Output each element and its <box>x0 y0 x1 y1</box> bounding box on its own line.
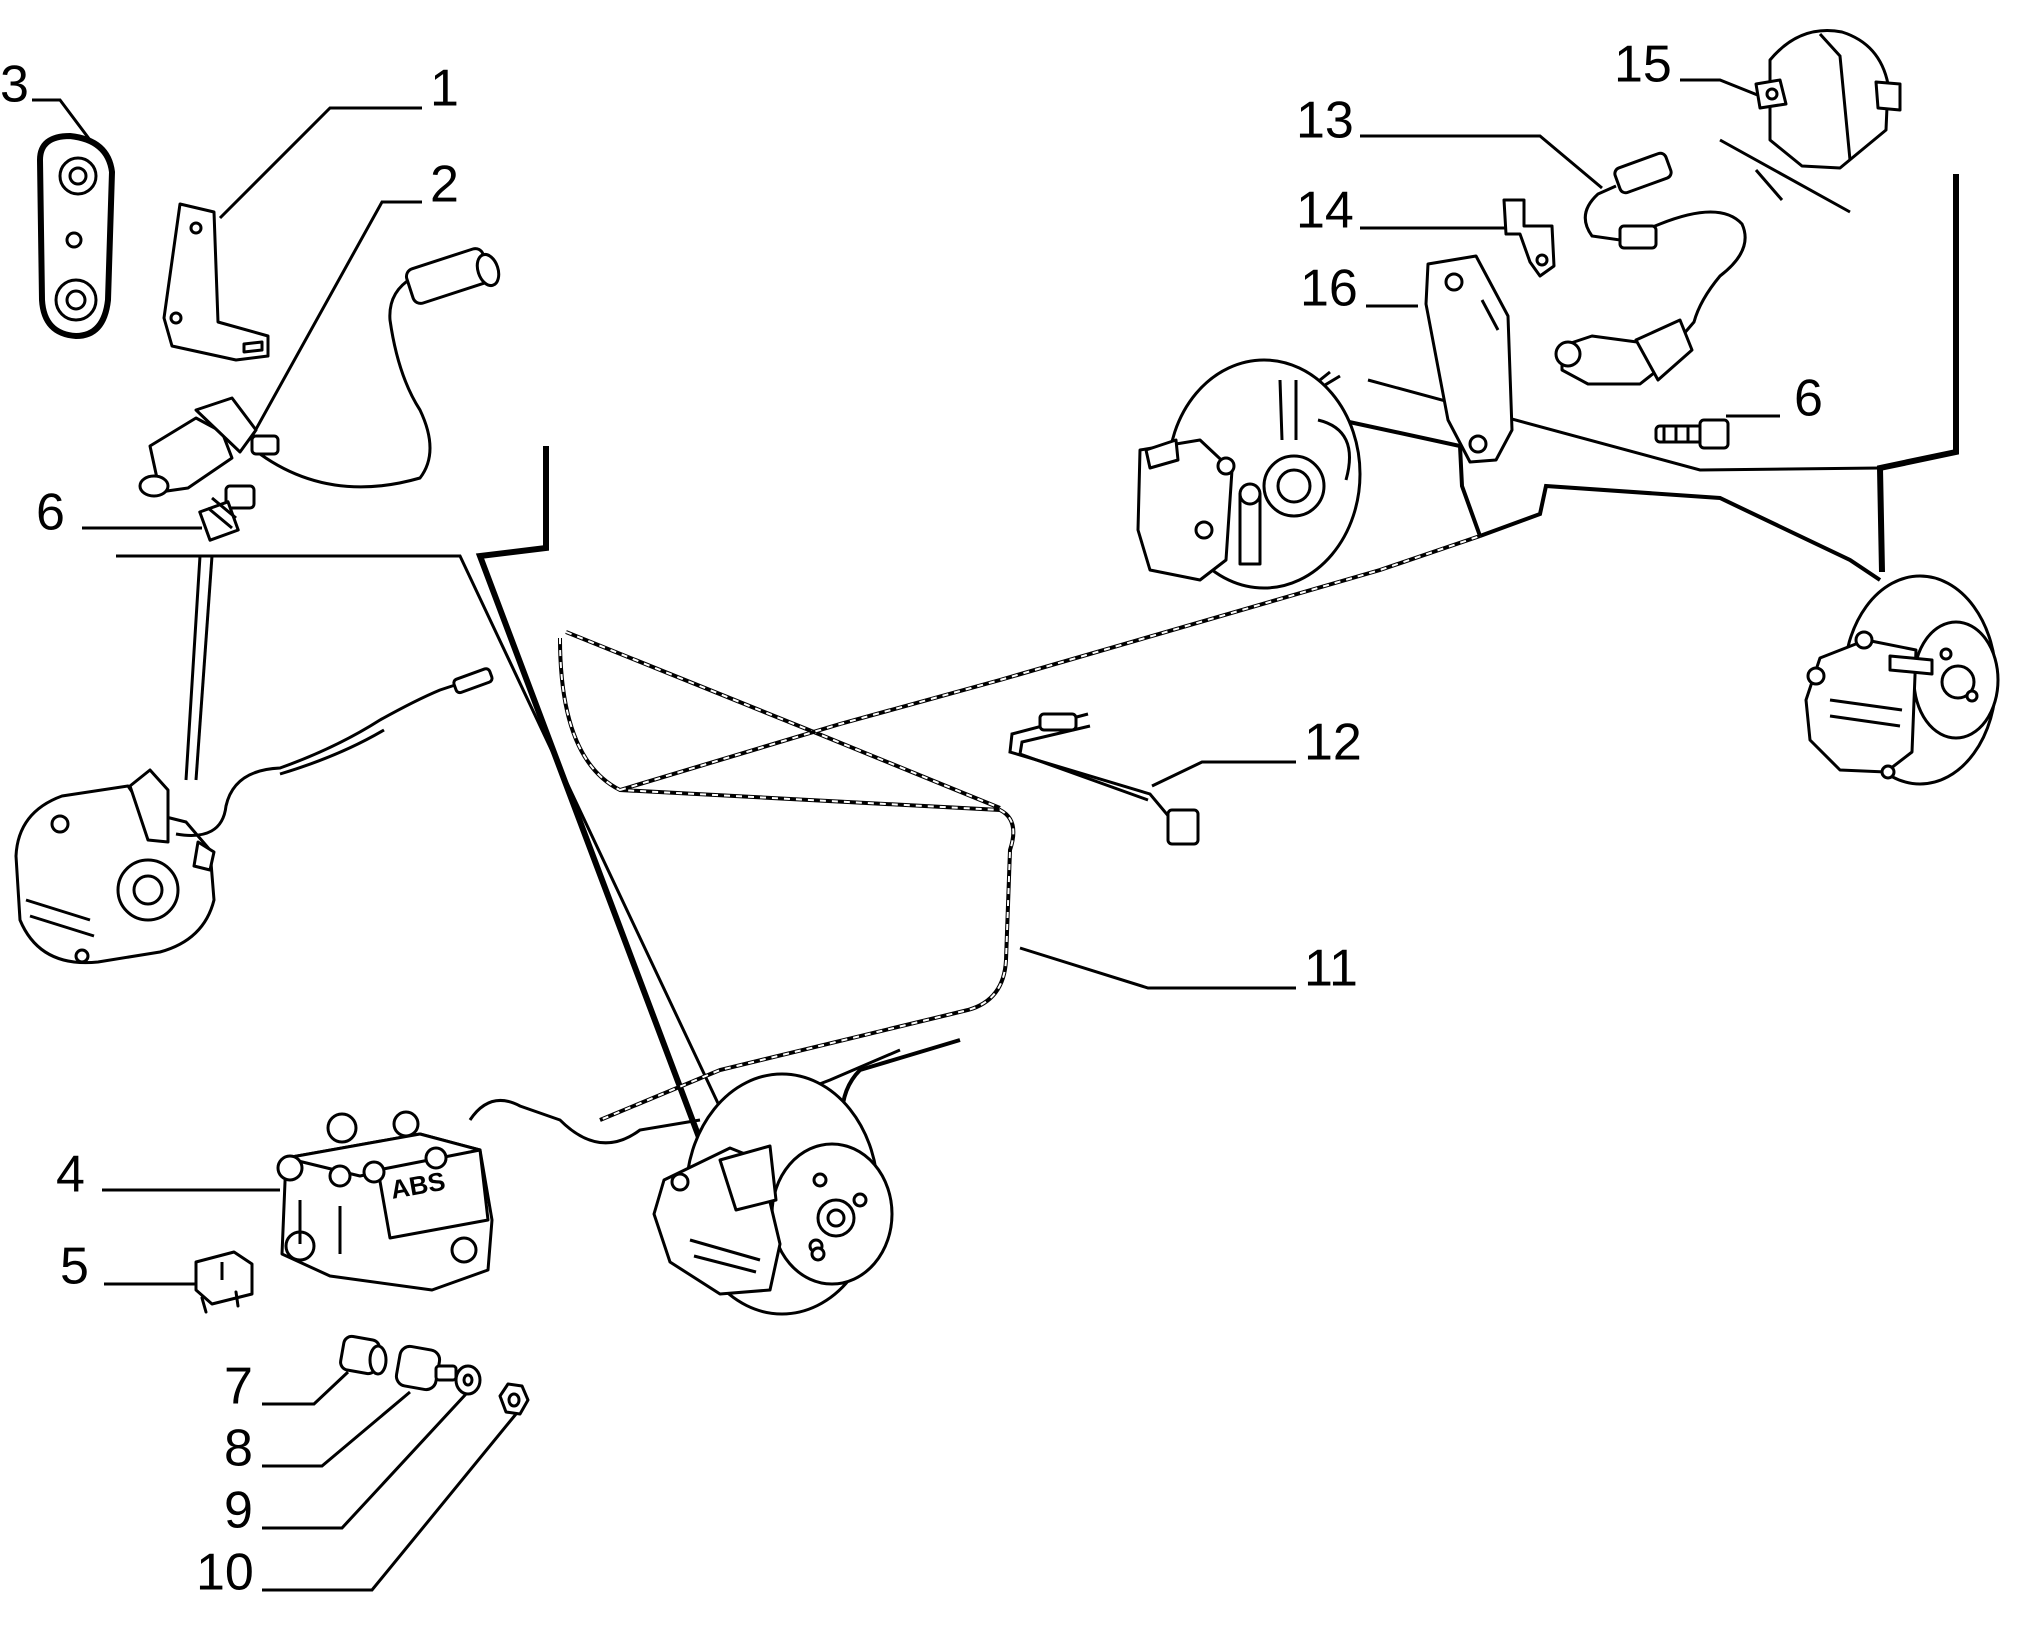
part-16-rear-bracket <box>1424 254 1514 464</box>
callout-14: 14 <box>1296 182 1354 240</box>
frame-left-sensor <box>116 554 742 1151</box>
leader-3 <box>32 98 92 141</box>
callout-6-right: 6 <box>1794 370 1823 428</box>
part-10-nut <box>498 1382 530 1416</box>
part-13-rear-speed-sensor <box>1554 151 1747 386</box>
callout-13: 13 <box>1296 92 1354 150</box>
rear-left-hub-assembly <box>1136 358 1362 590</box>
callout-16: 16 <box>1300 260 1358 318</box>
part-9-washer <box>454 1364 482 1396</box>
part-15-sensor-cover <box>1754 29 1902 170</box>
callout-12: 12 <box>1304 714 1362 772</box>
callout-2: 2 <box>430 156 459 214</box>
frame-left-sensor-pointer-b <box>194 555 214 781</box>
parts-7-10-hardware <box>339 1334 530 1416</box>
part-2-front-speed-sensor <box>138 247 501 498</box>
leader-13 <box>1360 134 1603 190</box>
group-frames <box>116 138 1959 1151</box>
part-4-abs-modulator: ABS <box>276 1110 494 1292</box>
part-6-bolt-right <box>1654 418 1730 450</box>
callout-11: 11 <box>1304 940 1358 998</box>
rear-right-disc-assembly <box>1804 574 2000 786</box>
leader-lines <box>32 78 1780 1592</box>
part-8-spacer-bolt <box>394 1344 458 1392</box>
front-left-sensor-cable <box>175 667 494 837</box>
front-left-caliper-assembly <box>14 768 216 965</box>
leader-15 <box>1680 78 1761 98</box>
callout-5: 5 <box>60 1238 89 1296</box>
callout-4: 4 <box>56 1146 85 1204</box>
front-right-disc-assembly <box>652 1072 894 1316</box>
part-12-sensor-lead <box>1008 712 1200 846</box>
callout-7: 7 <box>224 1358 253 1416</box>
callout-10: 10 <box>196 1544 254 1602</box>
part-1-bracket <box>162 202 270 362</box>
part-7-bushing <box>339 1334 388 1376</box>
leader-1 <box>218 106 422 220</box>
part-6-bolt-left <box>198 484 256 542</box>
frame-top-pointer-a <box>1719 138 1851 214</box>
callout-6-left: 6 <box>36 484 65 542</box>
frame-top-pointer-b <box>1754 169 1784 201</box>
callout-1: 1 <box>430 60 459 118</box>
leader-9 <box>262 1392 468 1530</box>
leader-2 <box>248 200 422 441</box>
callout-9: 9 <box>224 1482 253 1540</box>
frame-front-bracket <box>475 446 703 1142</box>
part-5-fuse <box>194 1250 254 1314</box>
leader-11 <box>1019 946 1296 990</box>
leader-7 <box>262 1370 350 1406</box>
leader-10 <box>262 1413 518 1592</box>
part-3-sensor-plate <box>37 133 115 339</box>
callout-15: 15 <box>1614 36 1672 94</box>
frame-rear-bracket <box>1876 174 1959 573</box>
part-14-clip <box>1502 198 1556 278</box>
leader-12 <box>1151 760 1296 788</box>
callout-3: 3 <box>0 56 29 114</box>
frame-left-sensor-pointer <box>184 555 202 781</box>
leader-8 <box>262 1390 411 1468</box>
callout-8: 8 <box>224 1420 253 1478</box>
